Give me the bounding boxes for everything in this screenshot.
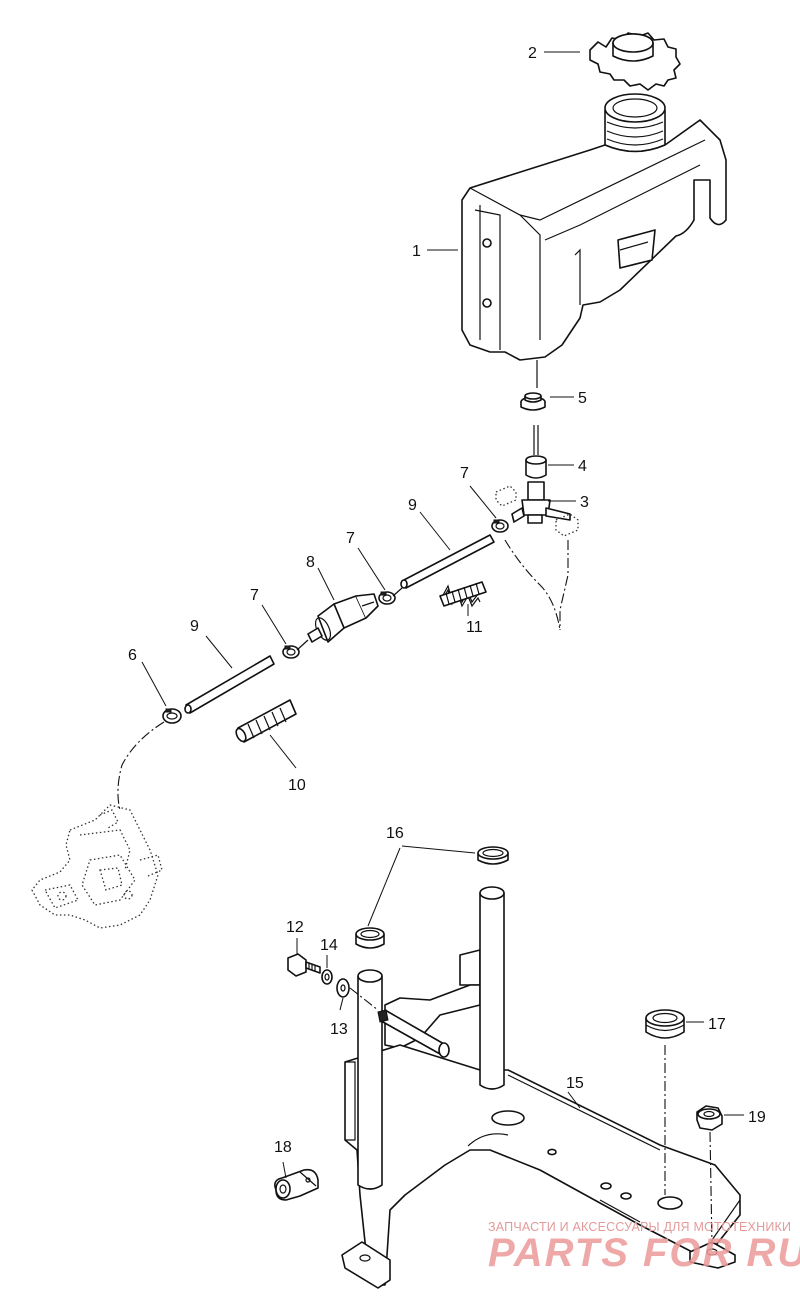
callout-14: 14	[320, 937, 338, 954]
callout-9-upper: 9	[408, 497, 417, 514]
frame-grommet	[645, 1009, 685, 1039]
callout-3: 3	[580, 494, 589, 511]
cable-clamp	[274, 1168, 319, 1201]
fuel-shutoff-valve	[495, 481, 579, 537]
hex-nut	[696, 1105, 723, 1131]
callout-16: 16	[386, 825, 404, 842]
hose-spring-upper	[439, 581, 487, 608]
callout-2: 2	[528, 45, 537, 62]
tank-frame	[341, 886, 741, 1289]
callout-12: 12	[286, 919, 304, 936]
flat-washer	[336, 978, 350, 998]
fuel-hose-lower	[184, 655, 275, 714]
callout-5: 5	[578, 390, 587, 407]
callout-13: 13	[330, 1021, 348, 1038]
callout-6: 6	[128, 647, 137, 664]
fuel-cap	[589, 32, 681, 91]
fuel-tank	[461, 93, 727, 361]
fuel-valve-screen	[525, 425, 547, 479]
tank-grommet	[520, 392, 546, 411]
callout-4: 4	[578, 458, 587, 475]
callout-15: 15	[566, 1075, 584, 1092]
callout-7-upper-right: 7	[460, 465, 469, 482]
frame-bolt	[287, 953, 321, 977]
hose-clamp-lower	[282, 639, 309, 659]
hose-clamp-upper-right	[491, 519, 509, 533]
callout-19: 19	[748, 1109, 766, 1126]
callout-7-middle: 7	[346, 530, 355, 547]
callout-9-lower: 9	[190, 618, 199, 635]
callout-7-lower: 7	[250, 587, 259, 604]
hose-clamp-middle	[378, 587, 403, 605]
callout-11: 11	[466, 619, 483, 636]
callout-8: 8	[306, 554, 315, 571]
watermark-tagline: ЗАПЧАСТИ И АКСЕССУАРЫ ДЛЯ МОТОТЕХНИКИ	[488, 1220, 791, 1234]
lock-washer	[321, 969, 333, 985]
callout-17: 17	[708, 1016, 726, 1033]
watermark-logo: PARTS FOR RU	[488, 1231, 800, 1275]
callout-18: 18	[274, 1139, 292, 1156]
tube-cap-left	[355, 927, 385, 949]
hose-clamp-carb	[162, 708, 182, 724]
carburetor-ghost	[31, 804, 163, 929]
hose-spring-lower	[235, 699, 297, 743]
callout-1: 1	[412, 243, 421, 260]
tube-cap-right	[477, 846, 509, 865]
callout-10: 10	[288, 777, 306, 794]
fuel-hose-upper	[400, 534, 495, 589]
fuel-filter	[307, 593, 379, 643]
watermark: ЗАПЧАСТИ И АКСЕССУАРЫ ДЛЯ МОТОТЕХНИКИ PA…	[488, 1220, 800, 1275]
